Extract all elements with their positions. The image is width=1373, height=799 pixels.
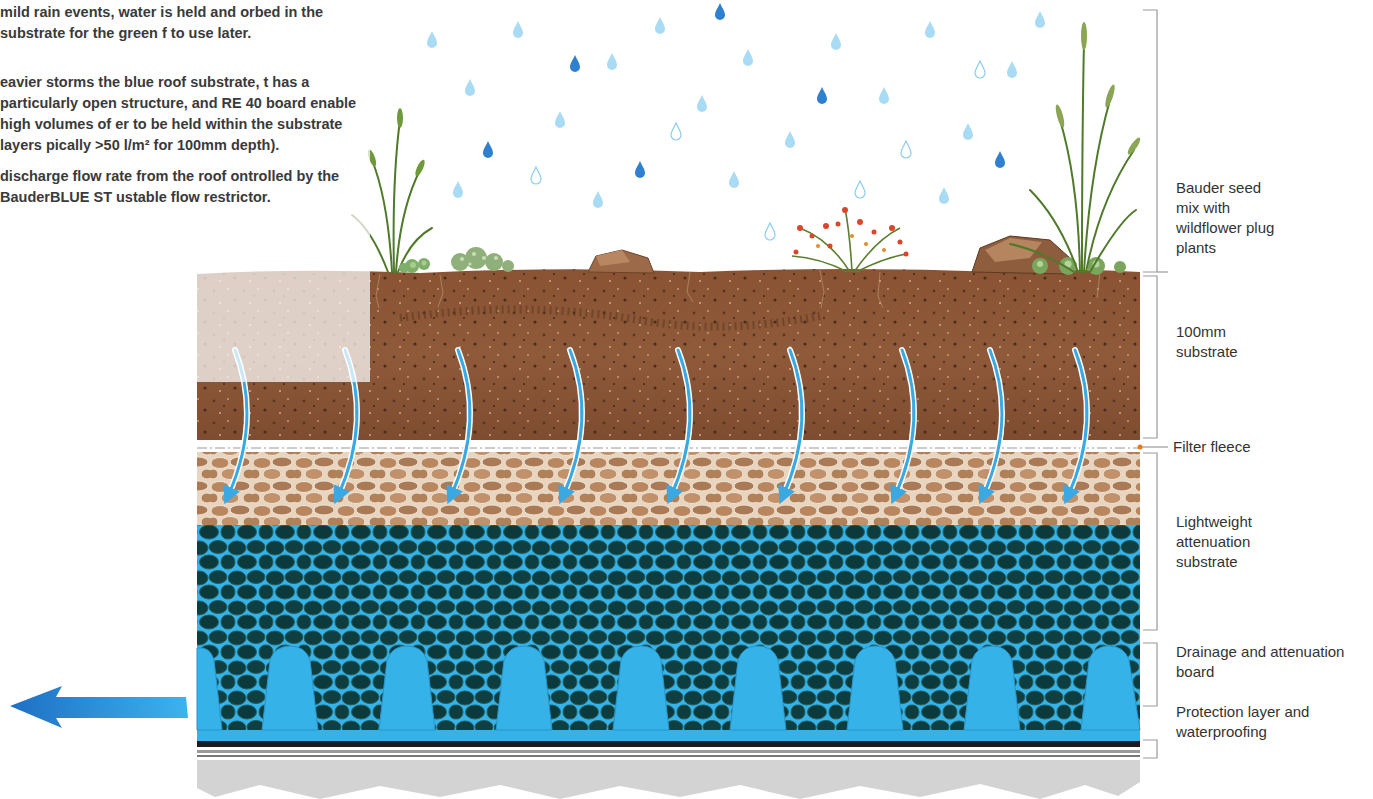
explanatory-note: eavier storms the blue roof substrate, t… (0, 72, 378, 156)
layer-label: Lightweight attenuation substrate (1176, 512, 1288, 572)
explanatory-note: discharge flow rate from the roof ontrol… (0, 166, 378, 208)
explanatory-note: mild rain events, water is held and orbe… (0, 2, 378, 44)
layer-label: Protection layer and waterproofing (1176, 702, 1346, 742)
layer-label: Drainage and attenuation board (1176, 642, 1346, 682)
layer-label: 100mm substrate (1176, 322, 1286, 362)
layer-label: Bauder seed mix with wildflower plug pla… (1176, 178, 1286, 258)
layer-label: Filter fleece (1173, 437, 1333, 457)
